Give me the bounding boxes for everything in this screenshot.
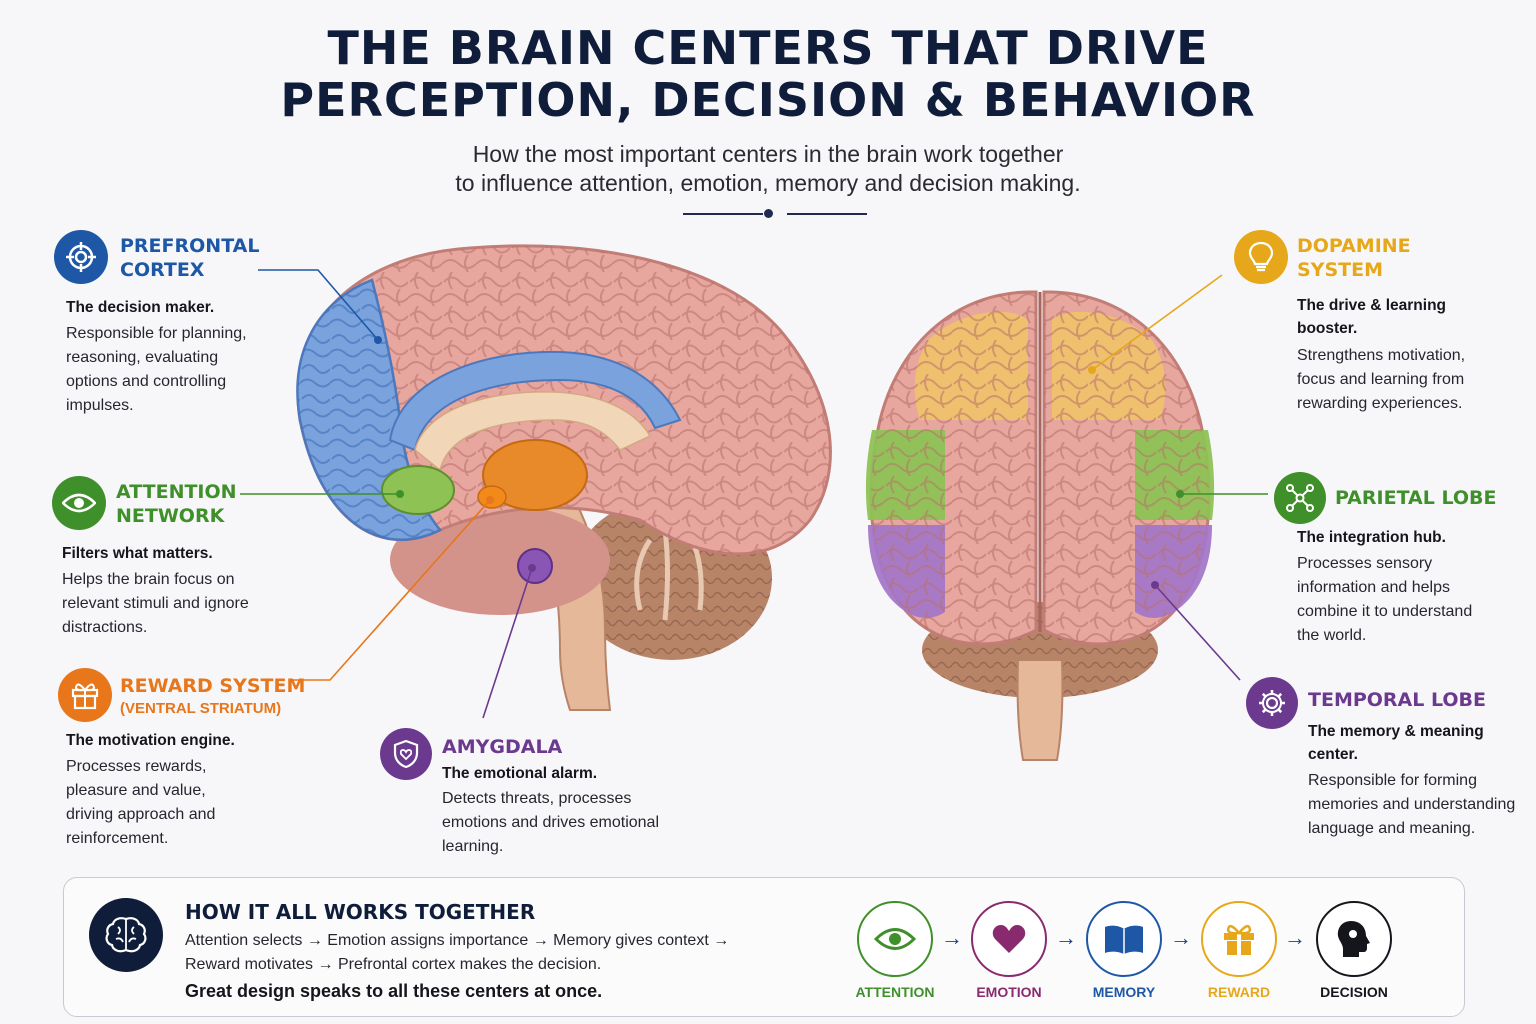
flow-label-memory: MEMORY [1092, 984, 1156, 1000]
summary-bold-line: Great design speaks to all these centers… [185, 981, 603, 1001]
attention-title: ATTENTION NETWORK [116, 481, 237, 527]
reward-subtitle: (VENTRAL STRIATUM) [120, 700, 282, 717]
flow-arrow-4: → [1284, 925, 1306, 950]
flow-step-decision [1316, 901, 1392, 977]
dopamine-title: DOPAMINE SYSTEM [1297, 235, 1411, 281]
brain-icon [89, 898, 163, 972]
summary-title: HOW IT ALL WORKS TOGETHER [185, 900, 536, 924]
flow-step-emotion [971, 901, 1047, 977]
amygdala-description: The emotional alarm. Detects threats, pr… [442, 762, 702, 859]
flow-label-reward: REWARD [1207, 984, 1271, 1000]
connector-reward [290, 499, 491, 681]
shield-heart-icon [380, 728, 432, 780]
parietal-tagline: The integration hub. [1297, 529, 1446, 546]
connector-amygdala [482, 567, 533, 719]
network-icon [1274, 472, 1326, 524]
dopamine-tagline: The drive & learning booster. [1297, 297, 1447, 337]
flow-step-reward [1201, 901, 1277, 977]
head-icon [1337, 921, 1370, 957]
flow-label-attention: ATTENTION [855, 984, 935, 1000]
gift-icon [1224, 924, 1254, 955]
lightbulb-icon [1234, 230, 1288, 284]
connector-prefrontal [258, 269, 379, 341]
connector-lines [240, 269, 1268, 719]
summary-text: Attention selects → Emotion assigns impo… [185, 932, 730, 973]
parietal-title: PARIETAL LOBE [1335, 487, 1497, 509]
attention-tagline: Filters what matters. [62, 545, 213, 562]
reward-description: The motivation engine. Processes rewards… [66, 729, 286, 851]
gear-icon [1246, 677, 1298, 729]
attention-region [381, 465, 455, 515]
corpus-callosum [388, 350, 682, 452]
page-title: THE BRAIN CENTERS THAT DRIVE PERCEPTION,… [0, 22, 1536, 126]
divider-dot [764, 209, 773, 218]
reward-tagline: The motivation engine. [66, 732, 235, 749]
divider-line-left [683, 213, 763, 215]
subtitle-line-1: How the most important centers in the br… [472, 141, 1064, 167]
flow-arrow-2: → [1055, 925, 1077, 950]
thalamus [482, 439, 588, 511]
prefrontal-tagline: The decision maker. [66, 299, 215, 316]
temporal-description: The memory & meaning center. Responsible… [1308, 720, 1523, 841]
flow-label-decision: DECISION [1320, 984, 1388, 1000]
connector-dopamine [1091, 274, 1223, 371]
gift-icon [58, 668, 112, 722]
title-line-1: THE BRAIN CENTERS THAT DRIVE [327, 21, 1209, 75]
page-subtitle: How the most important centers in the br… [0, 140, 1536, 198]
dopamine-description: The drive & learning booster. Strengthen… [1297, 294, 1507, 416]
prefrontal-description: The decision maker. Responsible for plan… [66, 296, 286, 418]
eye-icon [52, 476, 106, 530]
attention-description: Filters what matters. Helps the brain fo… [62, 542, 292, 640]
target-icon [54, 230, 108, 284]
flow-step-memory [1086, 901, 1162, 977]
temporal-tagline: The memory & meaning center. [1308, 723, 1484, 763]
title-divider [683, 206, 867, 222]
reward-title: REWARD SYSTEM (VENTRAL STRIATUM) [120, 675, 306, 717]
subtitle-line-2: to influence attention, emotion, memory … [455, 170, 1081, 196]
superior-brain [865, 290, 1215, 761]
prefrontal-title: PREFRONTAL CORTEX [120, 235, 260, 281]
sagittal-brain [296, 244, 832, 711]
title-line-2: PERCEPTION, DECISION & BEHAVIOR [280, 73, 1256, 127]
flow-step-attention [857, 901, 933, 977]
flow-arrow-3: → [1170, 925, 1192, 950]
flow-arrow-1: → [941, 925, 963, 950]
divider-line-right [787, 213, 867, 215]
connector-temporal [1154, 584, 1241, 681]
eye-icon [874, 928, 916, 950]
heart-icon [992, 925, 1026, 953]
book-icon [1105, 925, 1143, 954]
temporal-title: TEMPORAL LOBE [1308, 689, 1487, 711]
parietal-description: The integration hub. Processes sensory i… [1297, 526, 1517, 648]
amygdala-tagline: The emotional alarm. [442, 765, 598, 782]
amygdala-title: AMYGDALA [442, 736, 563, 758]
flow-label-emotion: EMOTION [976, 984, 1042, 1000]
